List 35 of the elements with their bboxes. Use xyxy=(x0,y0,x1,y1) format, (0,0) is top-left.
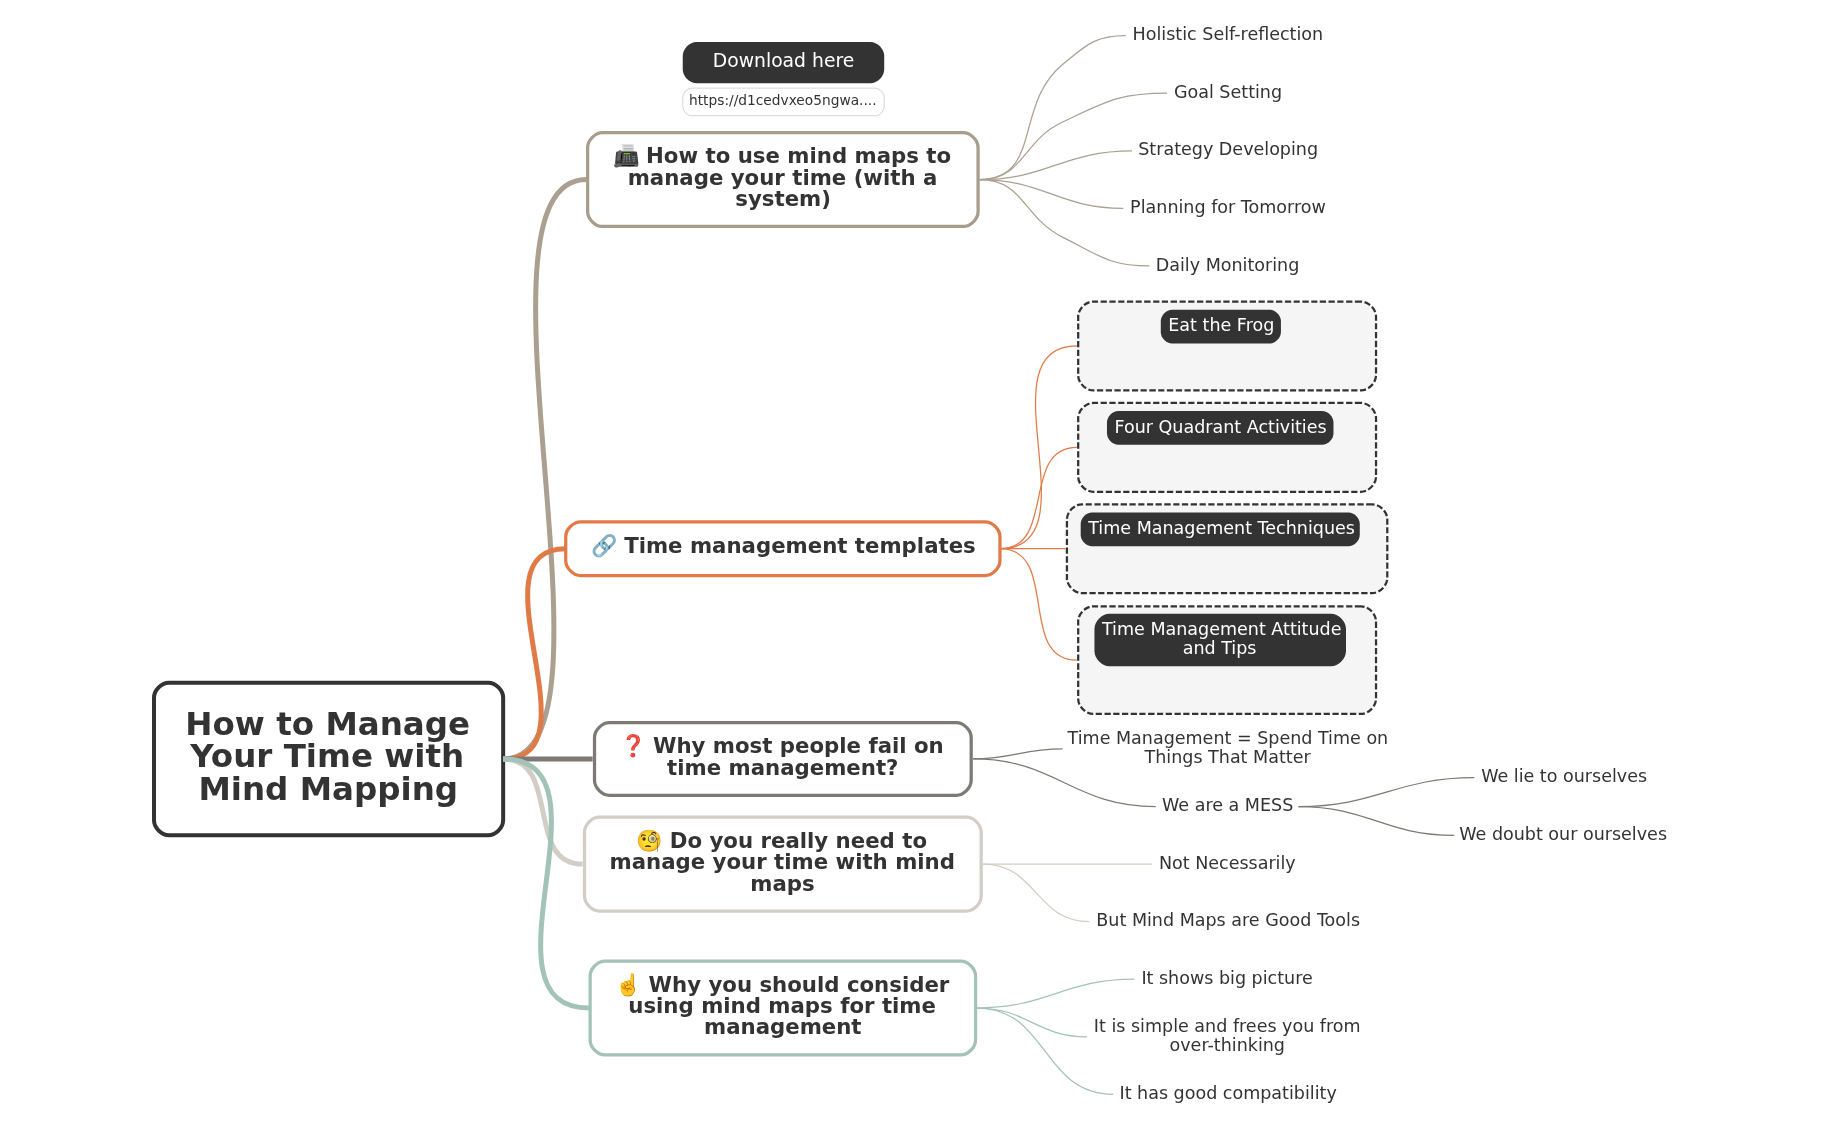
node-text: It has good compatibility xyxy=(1119,1082,1337,1103)
connector xyxy=(999,548,1078,661)
node-box: Time Management Techniques xyxy=(1065,503,1389,595)
connector xyxy=(982,863,1153,865)
node-text: Daily Monitoring xyxy=(1155,254,1300,275)
connector xyxy=(982,863,1091,923)
connector xyxy=(976,1007,1088,1038)
connector xyxy=(503,756,593,762)
node-text: Goal Setting xyxy=(1173,81,1283,102)
node-box: Time Management Attitude and Tips xyxy=(1077,605,1378,716)
connector xyxy=(972,758,1157,808)
node-text: It shows big picture xyxy=(1141,967,1313,988)
node-text: We doubt our ourselves xyxy=(1459,823,1668,844)
node-text: Time Management = Spend Time on Things That Matter xyxy=(1067,728,1389,767)
node-label: https://d1cedvxeo5ngwa.... xyxy=(688,92,877,109)
connector xyxy=(976,1007,1114,1095)
node-text: Strategy Developing xyxy=(1138,139,1319,160)
connector xyxy=(502,756,590,1011)
node-text: We are a MESS xyxy=(1162,795,1294,816)
connector xyxy=(978,178,1151,267)
node-text: Not Necessarily xyxy=(1158,852,1296,873)
node-text: We lie to ourselves xyxy=(1481,766,1648,787)
node-text: Holistic Self-reflection xyxy=(1132,24,1324,45)
node-box: How to Manage Your Time with Mind Mapping xyxy=(152,680,506,838)
connector xyxy=(1297,805,1455,836)
node-box: 🧐 Do you really need to manage your time with mind maps xyxy=(582,815,983,913)
node-text: It is simple and frees you from over-thinking xyxy=(1093,1016,1361,1055)
node-box: Eat the Frog xyxy=(1077,300,1378,392)
node-box: 📠 How to use mind maps to manage your time (with a system) xyxy=(586,131,980,229)
node-text: Planning for Tomorrow xyxy=(1130,196,1326,217)
node-box: ❓ Why most people fail on time management? xyxy=(592,721,973,797)
node-text: But Mind Maps are Good Tools xyxy=(1096,910,1361,931)
node-box: ☝ Why you should consider using mind maps for time management xyxy=(588,959,978,1057)
node-box: 🔗 Time management templates xyxy=(564,520,1002,578)
node-box: Four Quadrant Activities xyxy=(1077,401,1378,493)
